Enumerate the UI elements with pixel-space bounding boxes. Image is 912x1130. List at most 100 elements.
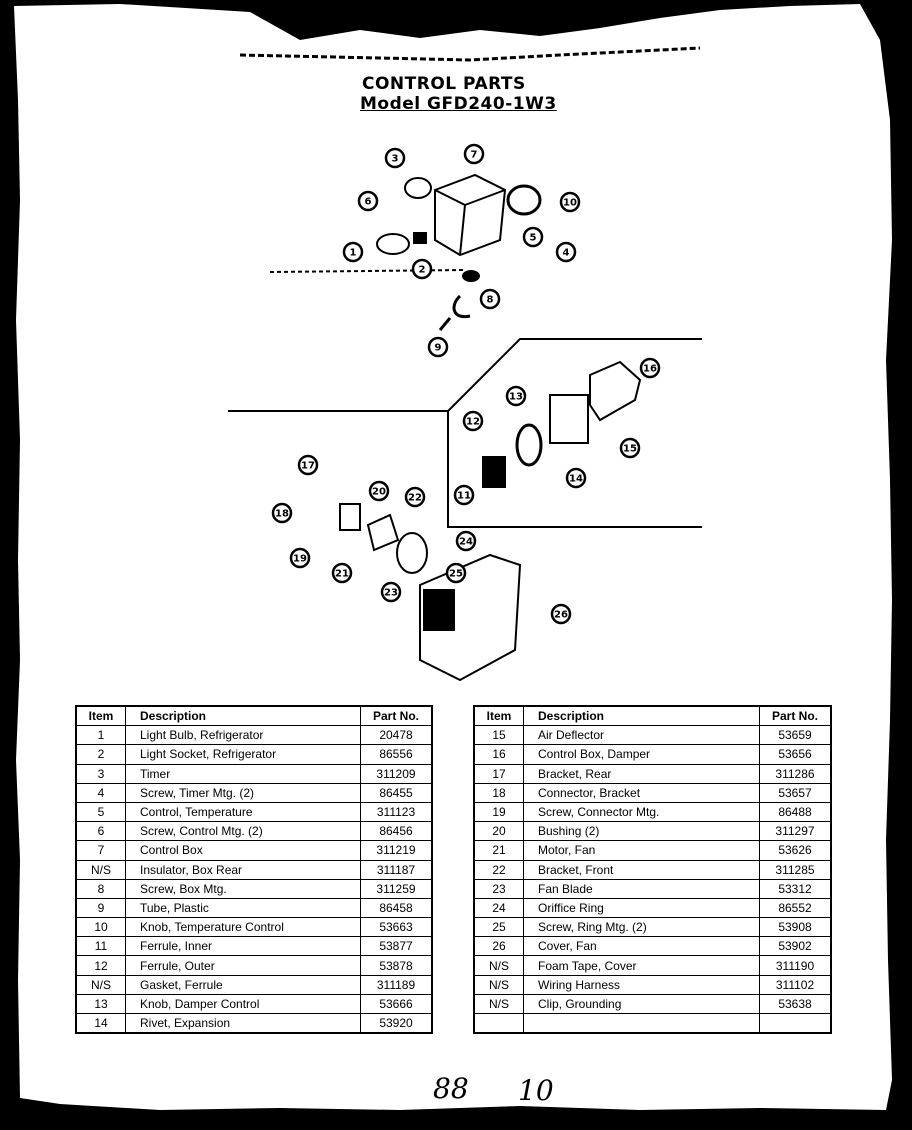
cell-part-no: 53626 <box>759 840 832 861</box>
callout-number: 26 <box>554 610 568 621</box>
cell-item: 22 <box>473 859 524 880</box>
cell-description: Bushing (2) <box>523 821 760 842</box>
callout-1: 1 <box>342 241 364 263</box>
cell-part-no: 53877 <box>360 936 433 957</box>
cell-description: Fan Blade <box>523 878 760 899</box>
cell-part-no: 311285 <box>759 859 832 880</box>
cell-part-no: 311123 <box>360 801 433 823</box>
cell-part-no: 20478 <box>360 725 433 746</box>
cell-part-no: 53908 <box>759 917 832 938</box>
cell-part-no: 53902 <box>759 936 832 957</box>
cell-part-no: 86455 <box>360 782 433 803</box>
exploded-parts-diagram <box>340 173 642 680</box>
cell-item: 18 <box>473 782 524 803</box>
callout-number: 21 <box>335 569 349 580</box>
cell-part-no: 311219 <box>360 840 433 861</box>
cell-description <box>523 1013 760 1034</box>
cell-description: Timer <box>125 763 361 784</box>
cell-part-no: 311187 <box>360 859 433 880</box>
light-bulb-part <box>376 233 410 255</box>
callout-number: 1 <box>350 248 357 259</box>
cell-item: 19 <box>473 801 524 823</box>
air-deflector-part <box>589 360 642 422</box>
callout-21: 21 <box>331 562 353 584</box>
callout-25: 25 <box>445 562 467 584</box>
callout-number: 11 <box>457 491 471 502</box>
timer-part <box>404 177 432 199</box>
callout-number: 15 <box>623 444 637 455</box>
callout-17: 17 <box>297 454 319 476</box>
cell-item: 12 <box>75 955 126 976</box>
cell-description: Control, Temperature <box>125 801 361 823</box>
cell-item: 2 <box>75 744 126 765</box>
cell-item: N/S <box>75 859 126 880</box>
cell-description: Screw, Timer Mtg. (2) <box>125 782 361 803</box>
cell-part-no: 86556 <box>360 744 433 765</box>
cell-item: 14 <box>75 1013 126 1034</box>
column-header-description: Description <box>125 705 361 727</box>
callout-18: 18 <box>271 502 293 524</box>
cell-part-no: 53659 <box>759 725 832 746</box>
cell-description: Ferrule, Outer <box>125 955 361 976</box>
fan-blade-part <box>396 532 428 574</box>
cell-description: Screw, Box Mtg. <box>125 878 361 899</box>
damper-control-box-part <box>549 394 589 444</box>
handwritten-page-mark: 10 <box>518 1074 554 1107</box>
callout-3: 3 <box>384 147 406 169</box>
cell-item: 20 <box>473 821 524 842</box>
cell-description: Screw, Ring Mtg. (2) <box>523 917 760 938</box>
page-title: CONTROL PARTS <box>362 74 526 94</box>
cell-part-no: 86488 <box>759 801 832 823</box>
callout-2: 2 <box>411 258 433 280</box>
damper-knob-part <box>515 423 543 467</box>
cell-part-no: 311102 <box>759 974 832 995</box>
callout-15: 15 <box>619 437 641 459</box>
cell-description: Air Deflector <box>523 725 760 746</box>
callout-number: 12 <box>466 417 480 428</box>
callout-number: 3 <box>392 154 399 165</box>
cell-description: Foam Tape, Cover <box>523 955 760 976</box>
cell-description: Insulator, Box Rear <box>125 859 361 880</box>
cell-item: 24 <box>473 897 524 919</box>
callout-number: 8 <box>487 295 494 306</box>
cell-description: Ferrule, Inner <box>125 936 361 957</box>
callout-number: 4 <box>563 248 570 259</box>
control-box-part <box>434 173 507 257</box>
cell-description: Light Bulb, Refrigerator <box>125 725 361 746</box>
cell-item: 21 <box>473 840 524 861</box>
callout-22: 22 <box>404 486 426 508</box>
callout-number: 14 <box>569 474 583 485</box>
callout-number: 22 <box>408 493 422 504</box>
callout-number: 13 <box>509 392 523 403</box>
callout-number: 6 <box>365 197 372 208</box>
callout-number: 2 <box>419 265 426 276</box>
column-header-item: Item <box>75 705 126 727</box>
cell-part-no: 311209 <box>360 763 433 784</box>
cell-part-no: 53878 <box>360 955 433 976</box>
cell-description: Rivet, Expansion <box>125 1013 361 1034</box>
cell-item: 9 <box>75 897 126 919</box>
column-header-description: Description <box>523 705 760 727</box>
cell-item: N/S <box>473 993 524 1015</box>
cell-description: Bracket, Front <box>523 859 760 880</box>
cell-description: Cover, Fan <box>523 936 760 957</box>
column-header-part-no: Part No. <box>759 705 832 727</box>
cell-item: 13 <box>75 993 126 1015</box>
callout-6: 6 <box>357 190 379 212</box>
